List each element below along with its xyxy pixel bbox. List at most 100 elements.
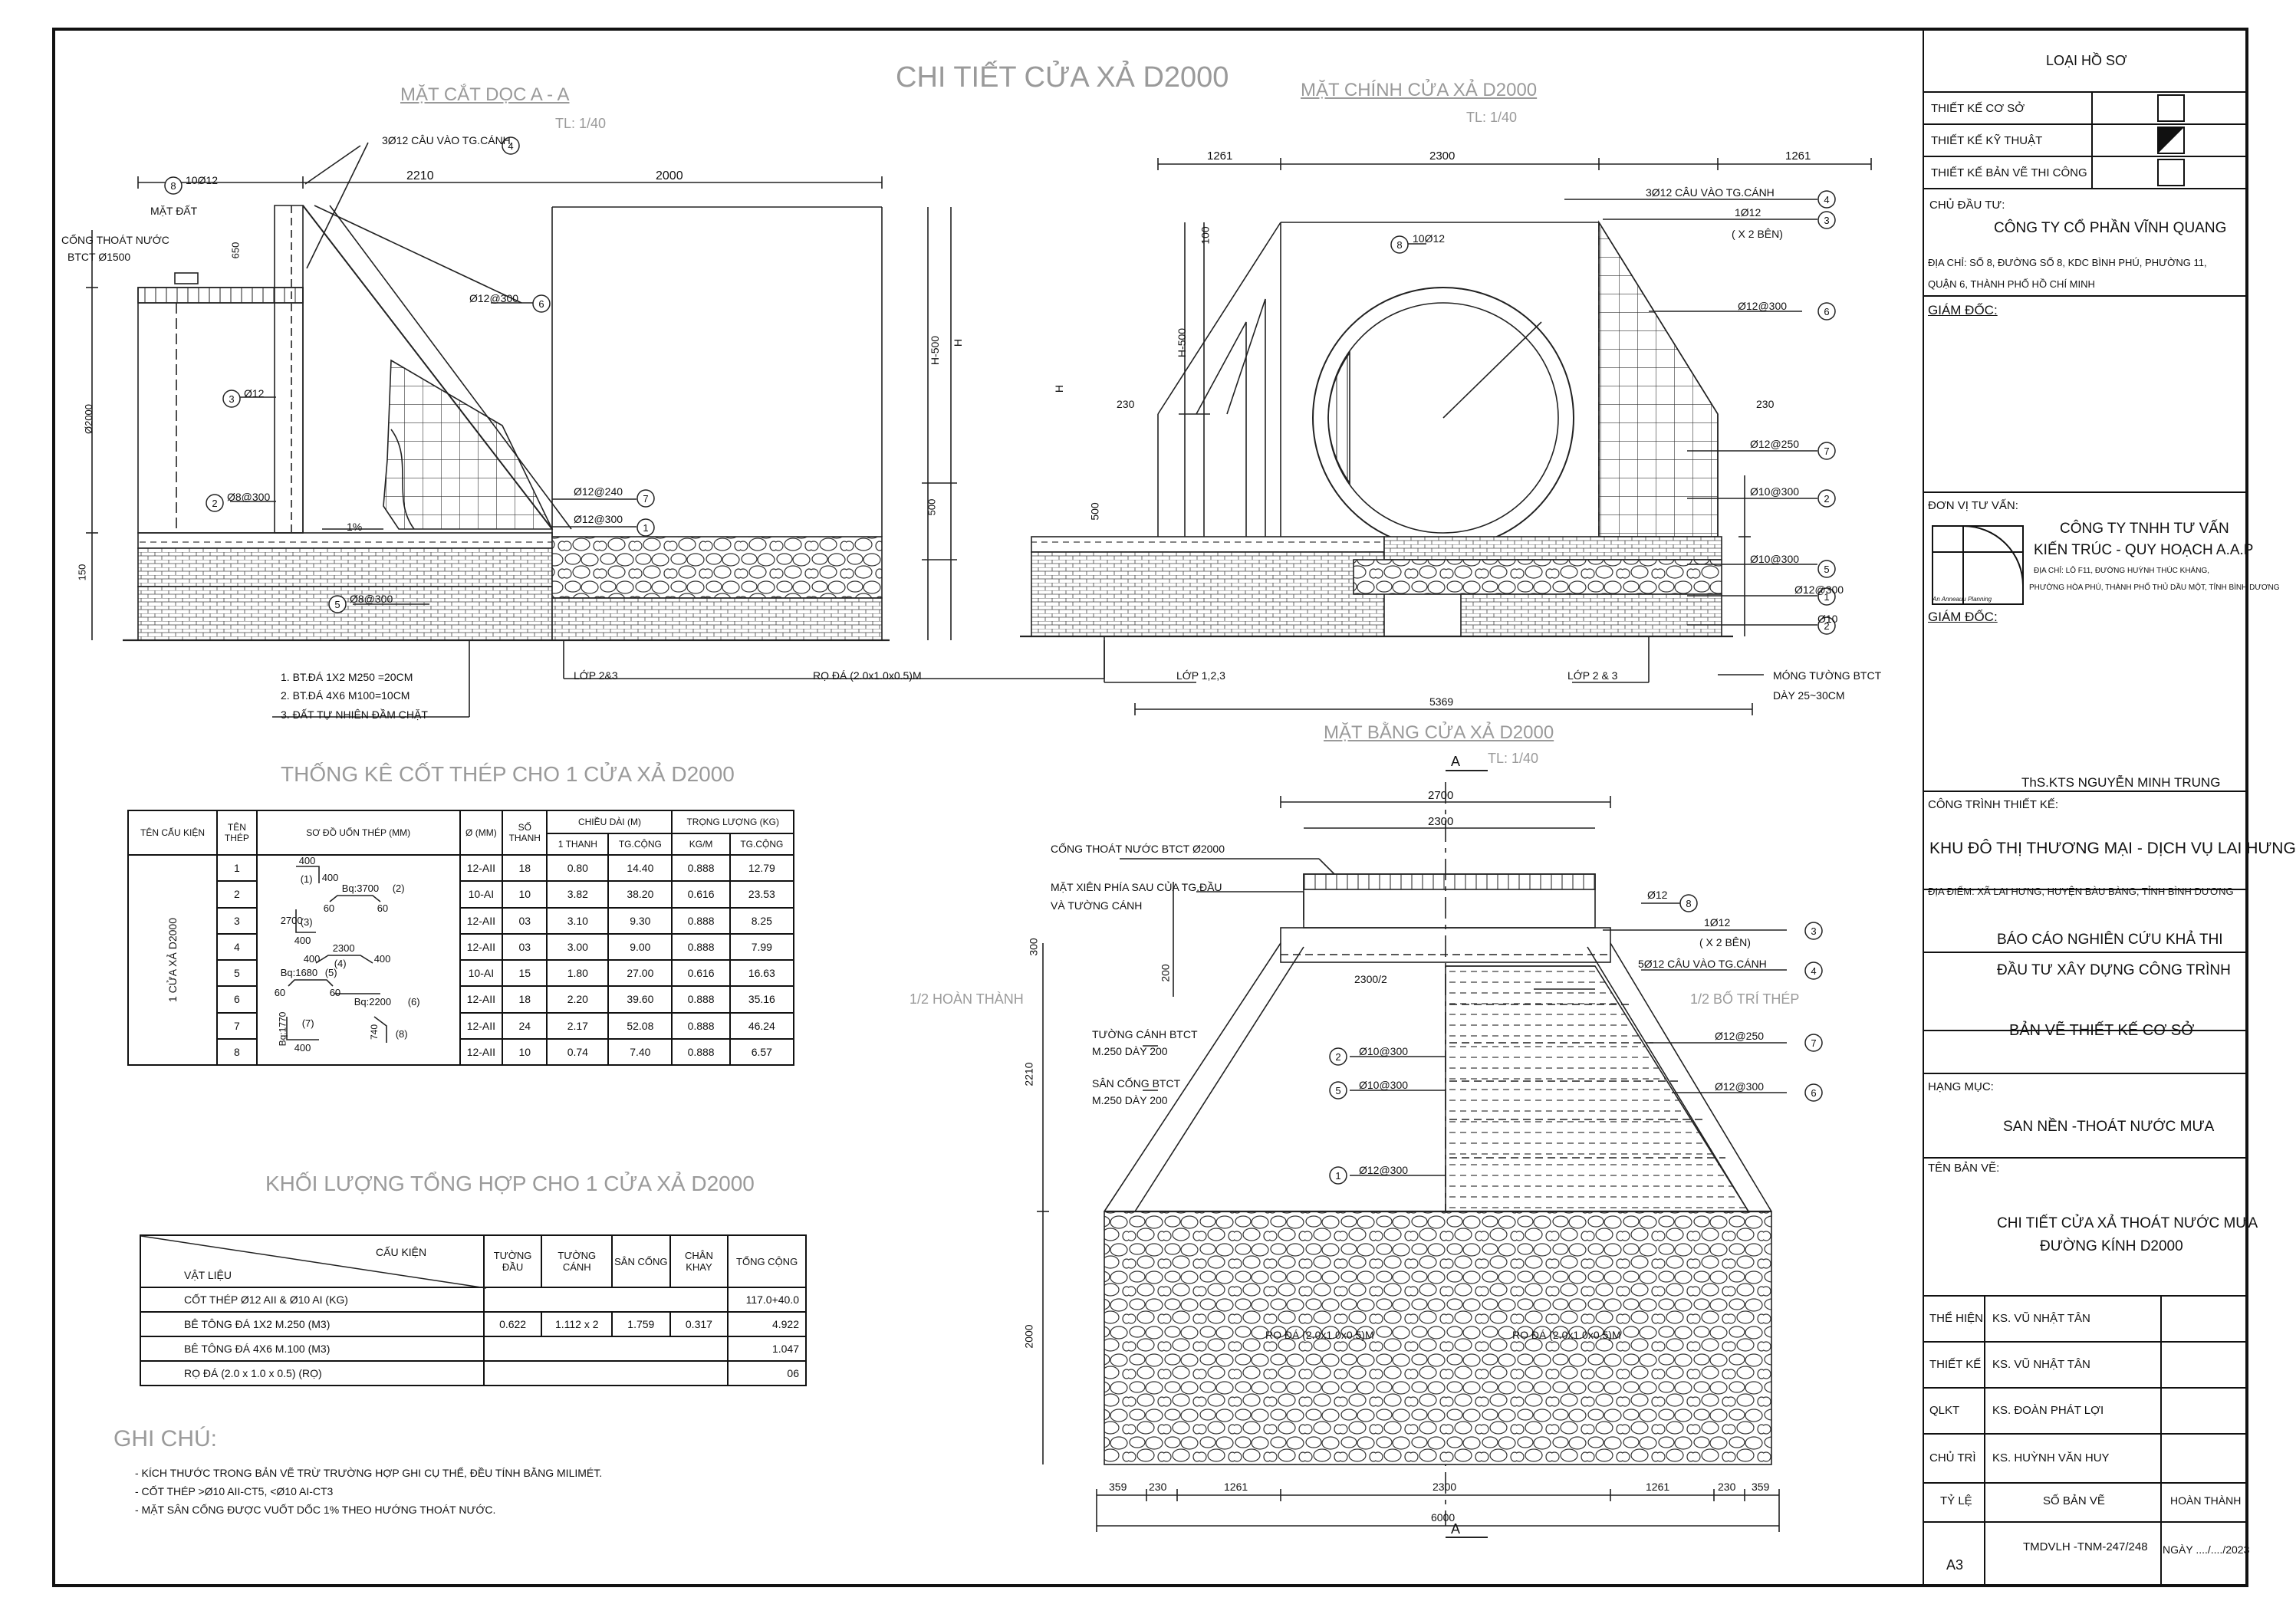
front-d100: 100	[1199, 226, 1212, 245]
section-d500: 500	[926, 498, 938, 516]
rebar-r7-c5: 0.888	[671, 1011, 731, 1040]
rebar-r3-c2: 03	[501, 906, 548, 935]
front-rebar-4: 3Ø12 CÂU VÀO TG.CÁNH	[1646, 186, 1775, 199]
note-3: - MẶT SÂN CỐNG ĐƯỢC VUỐT DỐC 1% THEO HƯỚ…	[135, 1504, 496, 1516]
tb-hang-muc-label: HẠNG MỤC:	[1928, 1080, 1994, 1093]
rebar-r5-c0: 5	[216, 958, 258, 988]
rebar-r1-c5: 0.888	[671, 853, 731, 883]
tb-don-vi-2: KIẾN TRÚC - QUY HOẠCH A.A.P	[2034, 542, 2254, 558]
shape-s2b: (2)	[392, 883, 405, 894]
rebar-r5-c3: 1.80	[546, 958, 610, 988]
tb-so-ban-ve: TMDVLH -TNM-247/248	[2023, 1540, 2148, 1553]
svg-text:2: 2	[1824, 493, 1829, 505]
rebar-r6-c3: 2.20	[546, 985, 610, 1014]
qty-h-4: CHÂN KHAY	[669, 1234, 729, 1288]
shape-s1c: 400	[321, 872, 339, 883]
rebar-r8-c2: 10	[501, 1037, 548, 1067]
rebar-component-label: 1 CỬA XẢ D2000	[166, 917, 179, 1003]
tb-giam-doc-2: GIÁM ĐỐC:	[1928, 610, 1998, 624]
shape-s7a: Bq:1770	[277, 1011, 288, 1047]
shape-s1b: (1)	[300, 873, 313, 885]
svg-text:3: 3	[229, 393, 234, 405]
rebar-r1-c2: 18	[501, 853, 548, 883]
rebar-r6-c4: 39.60	[607, 985, 673, 1014]
plan-d2300-half: 2300/2	[1354, 973, 1387, 985]
plan-v300: 300	[1027, 938, 1040, 956]
rebar-shape-drawing	[285, 866, 387, 1043]
qty-r3-blank	[482, 1336, 729, 1362]
front-d2300: 2300	[1429, 150, 1456, 163]
svg-text:6: 6	[1824, 306, 1829, 317]
notes-title: GHI CHÚ:	[113, 1426, 217, 1451]
section-rebar-markers	[164, 136, 655, 613]
plan-rock-1: RỌ ĐÁ (2.0x1.0x0.5)M	[1265, 1329, 1374, 1341]
rebar-r2-c4: 38.20	[607, 880, 673, 909]
plan-b2300: 2300	[1433, 1481, 1457, 1493]
plan-rebar-1: Ø12@300	[1359, 1164, 1409, 1176]
qty-r1-blank	[482, 1287, 729, 1313]
plan-b1261-b: 1261	[1646, 1481, 1670, 1493]
tb-dia-diem: ĐỊA ĐIỂM: XÃ LAI HƯNG, HUYỆN BÀU BÀNG, T…	[1928, 886, 2234, 897]
svg-text:8: 8	[1686, 898, 1691, 909]
shape-s2d: 60	[377, 902, 389, 914]
rebar-r2-c2: 10	[501, 880, 548, 909]
svg-text:1: 1	[643, 522, 648, 534]
section-rebar-3: Ø12	[244, 387, 265, 399]
tb-chu-dau-tu-label: CHỦ ĐẦU TƯ:	[1929, 199, 2005, 212]
qty-h-2: TƯỜNG CÁNH	[541, 1234, 613, 1288]
section-rebar-2: Ø8@300	[227, 491, 271, 503]
shape-s4c: 400	[303, 953, 321, 965]
checkbox-thi-cong[interactable]	[2157, 159, 2185, 186]
tb-ban-ve: BẢN VẼ THIẾT KẾ CƠ SỞ	[2009, 1022, 2195, 1039]
plan-title: MẶT BẰNG CỬA XẢ D2000	[1324, 722, 1554, 743]
rebar-table: TÊN CẤU KIỆN TÊN THÉP SƠ ĐỒ UỐN THÉP (MM…	[127, 810, 795, 1067]
shape-s8b: (8)	[395, 1028, 408, 1040]
section-dim-2000: 2000	[656, 169, 683, 182]
tb-opt-ky-thuat: THIẾT KẾ KỸ THUẬT	[1931, 134, 2043, 147]
rebar-r2-c5: 0.616	[671, 880, 731, 909]
svg-text:7: 7	[1824, 445, 1829, 457]
rebar-r5-c2: 15	[501, 958, 548, 988]
plan-scale: TL: 1/40	[1488, 751, 1539, 766]
tb-ngay: NGÀY ..../..../2023	[2163, 1543, 2250, 1556]
plan-b359-b: 359	[1752, 1481, 1770, 1493]
front-d1261-b: 1261	[1785, 150, 1811, 163]
rebar-r6-c0: 6	[216, 985, 258, 1014]
qty-r4-name: RỌ ĐÁ (2.0 x 1.0 x 0.5) (RỌ)	[140, 1360, 485, 1386]
section-h500: H-500	[929, 335, 942, 366]
front-d5369: 5369	[1429, 695, 1454, 708]
tb-opt-thi-cong: THIẾT KẾ BẢN VẼ THI CÔNG	[1931, 166, 2087, 179]
svg-text:4: 4	[508, 140, 513, 152]
svg-text:4: 4	[1824, 194, 1829, 205]
rebar-r5-c6: 16.63	[729, 958, 795, 988]
tb-role-1: THỂ HIỆN	[1929, 1312, 1984, 1325]
front-h: H	[1053, 384, 1066, 393]
tb-opt-co-so: THIẾT KẾ CƠ SỞ	[1931, 102, 2025, 115]
tb-ty-le: A3	[1946, 1557, 1964, 1573]
section-rebar-4: 3Ø12 CÂU VÀO TG.CÁNH	[382, 134, 511, 146]
front-lop23: LỚP 2 & 3	[1567, 669, 1618, 682]
rebar-r4-c2: 03	[501, 932, 548, 961]
qty-h-3: SÂN CỐNG	[611, 1234, 671, 1288]
rebar-h-weight: TRỌNG LƯỢNG (KG)	[671, 810, 794, 834]
section-lop23: LỚP 2&3	[574, 669, 618, 682]
svg-text:8: 8	[1396, 239, 1402, 251]
rebar-r3-c3: 3.10	[546, 906, 610, 935]
checkbox-co-so[interactable]	[2157, 94, 2185, 122]
section-mat-dat: MẶT ĐẤT	[150, 205, 198, 217]
svg-text:6: 6	[538, 298, 544, 310]
plan-half-right: 1/2 BỐ TRÍ THÉP	[1690, 991, 1800, 1007]
section-rebar-7: Ø12@240	[574, 485, 623, 498]
section-dim-2210: 2210	[406, 169, 434, 182]
plan-d2700: 2700	[1428, 789, 1454, 802]
tb-bao-cao-2: ĐẦU TƯ XÂY DỰNG CÔNG TRÌNH	[1997, 962, 2231, 978]
shape-s3c: 400	[294, 935, 311, 946]
tb-cong-trinh-label: CÔNG TRÌNH THIẾT KẾ:	[1928, 798, 2059, 811]
tb-giam-doc-1: GIÁM ĐỐC:	[1928, 303, 1998, 317]
rebar-r7-c1: 12-AII	[459, 1011, 504, 1040]
qty-r3-name: BÊ TÔNG ĐÁ 4X6 M.100 (M3)	[140, 1336, 485, 1362]
section-title: MẶT CẮT DỌC A - A	[400, 84, 570, 105]
rebar-r7-c4: 52.08	[607, 1011, 673, 1040]
tb-don-vi-label: ĐƠN VỊ TƯ VẤN:	[1928, 499, 2018, 512]
plan-tuong-1: TƯỜNG CÁNH BTCT	[1092, 1028, 1198, 1040]
